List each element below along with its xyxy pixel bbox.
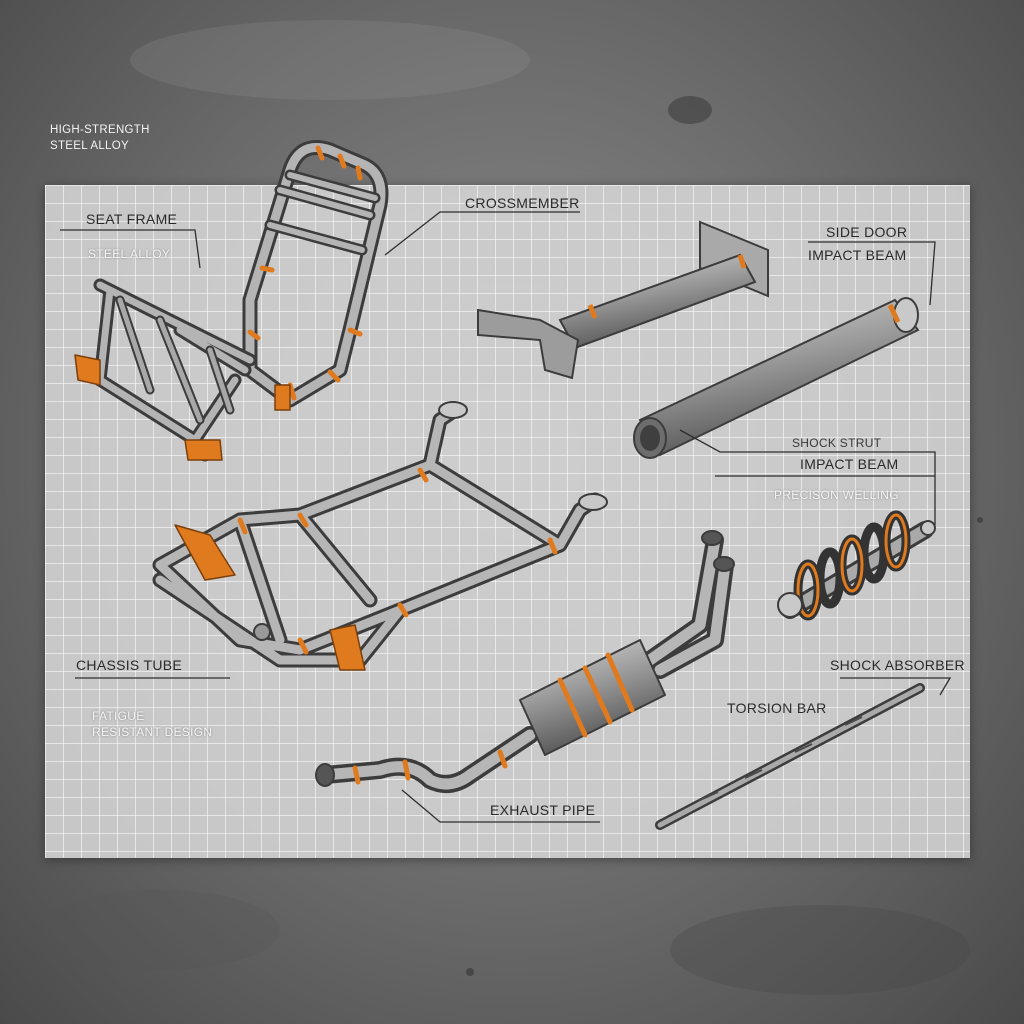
side-door-label-line-2: IMPACT BEAM	[808, 247, 907, 263]
torsion-bar-label: TORSION BAR	[727, 700, 827, 716]
side-door-impact-beam-drawing	[633, 297, 920, 459]
side-door-label-line-1: SIDE DOOR	[826, 224, 908, 240]
crossmember-label: CROSSMEMBER	[465, 195, 580, 211]
seat-frame-drawing	[74, 140, 389, 462]
seat-frame-label: SEAT FRAME	[86, 211, 178, 227]
precision-welding-label: PRECISON WELLING	[774, 488, 899, 502]
torsion-bar-drawing	[655, 683, 925, 830]
crossmember-drawing	[477, 220, 769, 380]
material-note-line-2: STEEL ALLOY	[50, 140, 129, 152]
chassis-tube-label: CHASSIS TUBE	[76, 657, 183, 673]
leader-lines	[60, 211, 952, 823]
shock-absorber-label: SHOCK ABSORBER	[830, 657, 965, 673]
exhaust-pipe-drawing	[315, 530, 735, 793]
exhaust-pipe-label: EXHAUST PIPE	[490, 802, 596, 818]
shock-strut-label: SHOCK STRUT	[792, 436, 882, 450]
fatigue-label-line-2: RESISTANT DESIGN	[92, 725, 213, 739]
seat-material-label: STEEL ALLOY	[88, 247, 171, 261]
material-note-line-1: HIGH-STRENGTH	[50, 124, 150, 136]
fatigue-label-line-1: FATIGUE	[92, 709, 145, 723]
chassis-tube-drawing	[152, 401, 608, 671]
impact-beam-label: IMPACT BEAM	[800, 456, 899, 472]
shock-absorber-drawing	[777, 510, 936, 621]
